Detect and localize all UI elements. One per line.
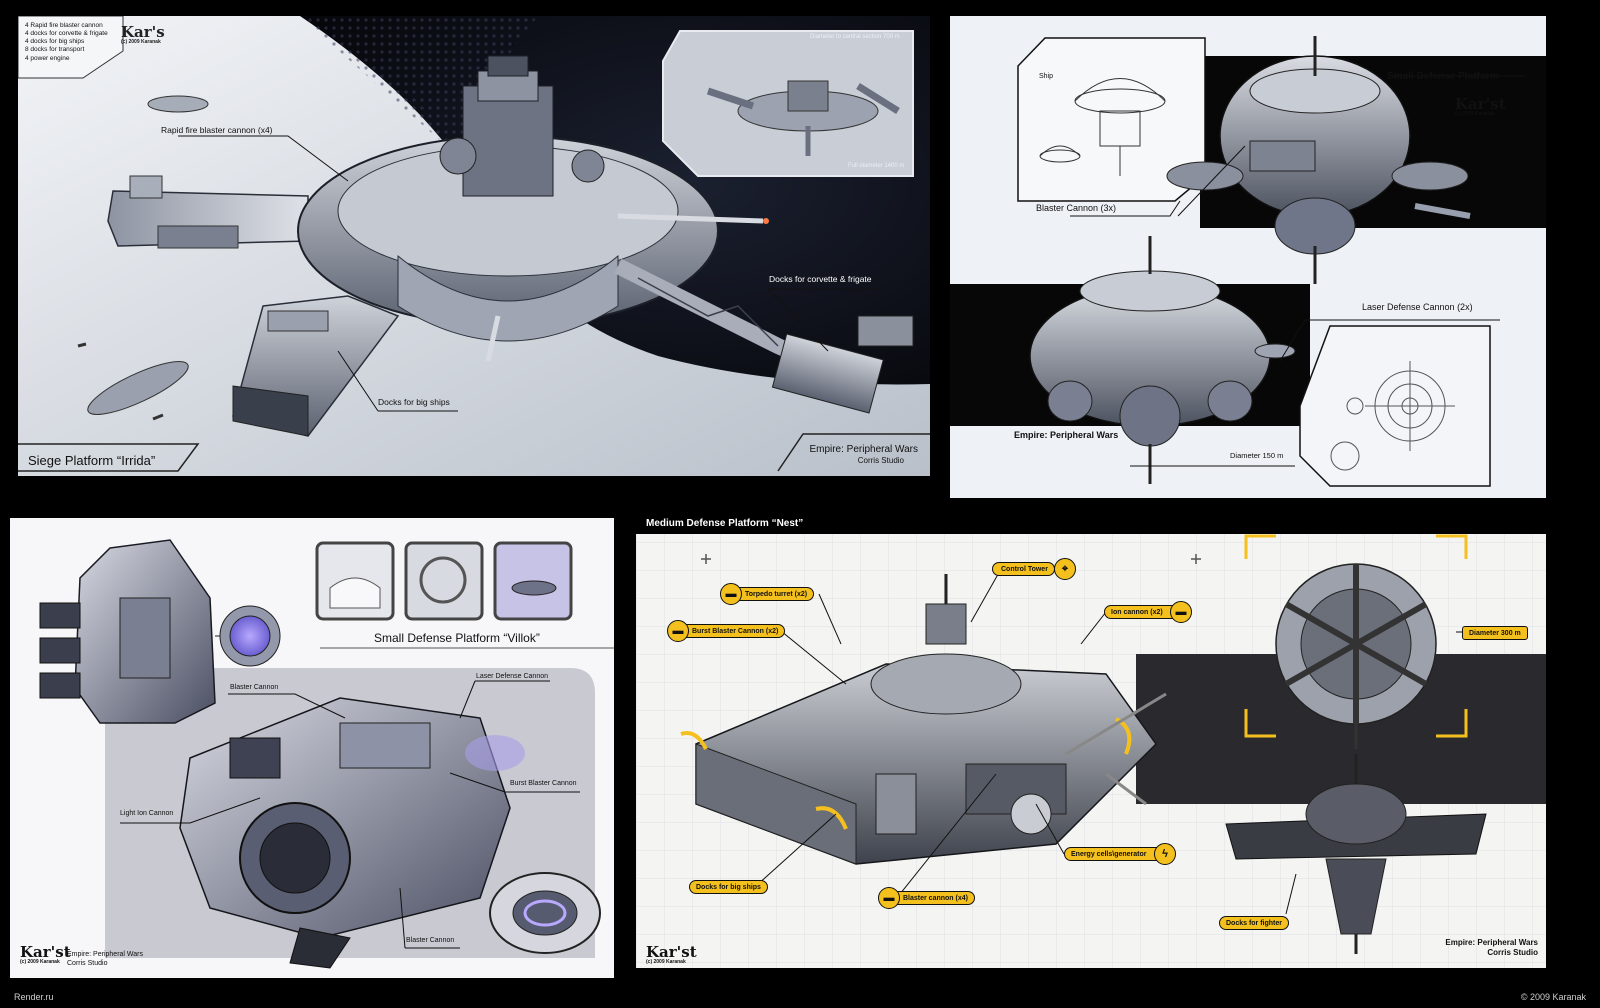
blaster-icon: ▬ — [878, 887, 900, 909]
nest-illustration — [636, 514, 1546, 968]
nest-side-view — [1225, 754, 1487, 954]
escort-ships — [77, 95, 209, 421]
thumbnail-dish — [404, 541, 484, 621]
logo-sub: (c) 2009 Karanak — [646, 958, 686, 965]
credit-studio: Corris Studio — [1487, 947, 1538, 957]
nest-panel: Medium Defense Platform “Nest” Control T… — [636, 514, 1546, 968]
top-down-schematic — [1330, 361, 1455, 471]
pill-burst-blaster: Burst Blaster Cannon (x2) — [673, 624, 786, 638]
nest-title: Medium Defense Platform “Nest” — [646, 518, 804, 529]
villok-top-view — [39, 539, 281, 724]
siege-inset-view — [662, 30, 914, 177]
callout-laser-defense: Laser Defense Cannon — [476, 673, 548, 680]
blueprint-sketch — [1039, 78, 1166, 176]
logo-main: Kar'st — [646, 943, 697, 961]
small-platform-top-view — [1166, 36, 1471, 284]
small-callout-lines — [1070, 75, 1525, 467]
callout-blaster-cannon-bottom: Blaster Cannon — [406, 937, 455, 944]
spec-line: 8 docks for transport — [25, 46, 85, 54]
small-platform-illustration — [950, 16, 1546, 498]
inset-diameter-top: Diameter to central section 700 m — [810, 34, 900, 40]
nest-main-station — [680, 574, 1167, 865]
credit-game: Empire: Peripheral Wars — [809, 444, 918, 455]
blaster-icon: ▬ — [667, 620, 689, 642]
villok-perspective-view — [179, 697, 601, 969]
siege-platform-panel: 4 Rapid fire blaster cannon 4 docks for … — [18, 16, 930, 476]
lightning-bolt-icon: ϟ — [1154, 843, 1176, 865]
siege-spec-list: 4 Rapid fire blaster cannon 4 docks for … — [25, 22, 108, 63]
villok-illustration — [10, 518, 614, 978]
villok-title: Small Defense Platform “Villok” — [374, 631, 540, 645]
pill-torpedo-turret: Torpedo turret (x2) — [726, 587, 815, 601]
view-frame-brackets — [1244, 534, 1468, 738]
pill-docks-fighter: Docks for fighter — [1219, 916, 1290, 930]
central-hub — [297, 55, 769, 362]
siege-platform-illustration — [18, 16, 930, 476]
pill-control-tower: Control Tower — [992, 562, 1055, 576]
callout-docks-big-ships: Docks for big ships — [378, 397, 450, 407]
callout-docks-corvette: Docks for corvette & frigate — [769, 274, 872, 284]
logo-sub: (c) 2009 Karanak — [20, 958, 60, 965]
sketch-ship-label: Ship — [1039, 73, 1054, 80]
karst-logo: Kar'st (c) 2009 Karanak — [646, 943, 697, 965]
siege-callout-lines — [178, 135, 878, 412]
credit-game: Empire: Peripheral Wars — [67, 951, 143, 958]
small-platform-title: Small Defense Platform — [1387, 71, 1499, 82]
nest-credit: Empire: Peripheral Wars Corris Studio — [1445, 938, 1538, 957]
villok-credit: Empire: Peripheral Wars Corris Studio — [67, 950, 143, 968]
credit-game: Empire: Peripheral Wars — [1445, 938, 1538, 947]
callout-rapid-fire-blaster: Rapid fire blaster cannon (x4) — [161, 125, 273, 135]
karst-logo: Kar'st (c) 2009 Karanak — [1455, 95, 1506, 117]
small-diameter: Diameter 150 m — [1230, 451, 1284, 460]
small-platform-side-view — [1029, 236, 1296, 484]
sketch-box — [1017, 37, 1206, 202]
footer-watermark: Render.ru — [14, 992, 54, 1002]
spec-line: 4 power engine — [25, 54, 70, 62]
logo-sub: (c) 2009 Karanak — [121, 38, 161, 45]
footer-copyright: © 2009 Karanak — [1520, 992, 1586, 1002]
left-dock-arm — [107, 175, 309, 249]
logo-main: Kar'st — [20, 943, 71, 961]
credit-studio: Corris Studio — [857, 456, 904, 465]
torpedo-icon: ▬ — [720, 583, 742, 605]
callout-light-ion: Light Ion Cannon — [120, 810, 174, 817]
callout-laser-defense-cannon: Laser Defense Cannon (2x) — [1362, 302, 1473, 312]
siege-credit: Empire: Peripheral Wars Corris Studio — [809, 444, 918, 466]
pill-docks-big-ships: Docks for big ships — [689, 880, 768, 894]
inset-diameter-bottom: Full diameter 1400 m — [848, 163, 905, 169]
pill-energy-cells: Energy cells\generator — [1064, 847, 1170, 861]
siege-title: Siege Platform “Irrida” — [28, 453, 156, 468]
credit-studio: Corris Studio — [67, 960, 108, 968]
docks-big-ships-arm — [232, 295, 400, 437]
satellite-dish-icon: ⌖ — [1054, 558, 1076, 580]
ion-cannon-icon: ▬ — [1170, 601, 1192, 623]
nest-top-view — [1275, 563, 1437, 749]
small-defense-platform-panel: Small Defense Platform Kar'st (c) 2009 K… — [950, 16, 1546, 498]
callout-burst-blaster: Burst Blaster Cannon — [510, 780, 577, 787]
spec-line: 4 Rapid fire blaster cannon — [25, 22, 103, 29]
callout-blaster-cannon-top: Blaster Cannon — [230, 684, 279, 691]
spec-line: 4 docks for big ships — [25, 38, 85, 46]
villok-callout-lines — [120, 680, 580, 949]
corvette-docks-arm — [614, 258, 914, 414]
logo-main: Kar's — [121, 23, 165, 41]
small-credit-game: Empire: Peripheral Wars — [1014, 430, 1119, 440]
callout-blaster-cannon-3x: Blaster Cannon (3x) — [1036, 203, 1117, 213]
logo-main: Kar'st — [1455, 95, 1506, 113]
logo-sub: (c) 2009 Karanak — [1455, 110, 1495, 117]
pill-diameter: Diameter 300 m — [1462, 626, 1528, 640]
karst-logo: Kar's (c) 2009 Karanak — [121, 23, 165, 45]
spec-line: 4 docks for corvette & frigate — [25, 30, 108, 38]
villok-panel: Small Defense Platform “Villok” Blaster … — [10, 518, 614, 978]
crosshair-marks — [701, 554, 1201, 564]
karst-logo: Kar'st (c) 2009 Karanak — [20, 943, 71, 965]
